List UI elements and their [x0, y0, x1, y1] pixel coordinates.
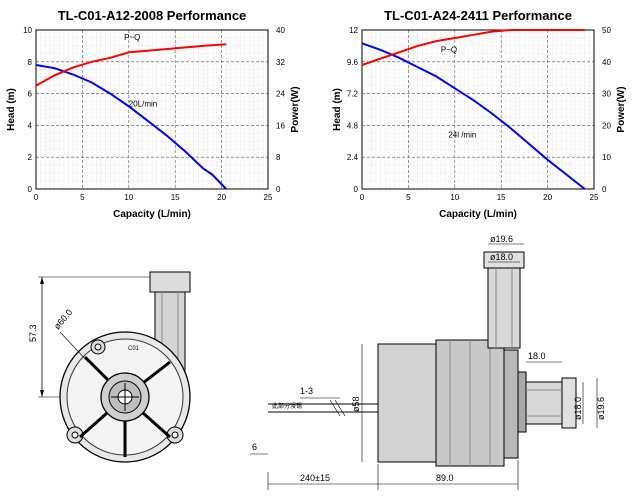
x-tick-label: 15 — [497, 193, 506, 202]
y2-tick-label: 30 — [602, 90, 611, 99]
x-tick-label: 10 — [450, 193, 459, 202]
cable-note: 此部分浸锡 — [272, 402, 302, 410]
inlet-length-label: 18.0 — [528, 351, 546, 361]
pump-technical-drawing: 57.3 ø60.0 C01 — [0, 232, 640, 500]
x-tick-label: 20 — [217, 193, 226, 202]
pump-drawing-svg: 57.3 ø60.0 C01 — [28, 234, 606, 490]
series-label: P~Q — [441, 45, 457, 54]
x-tick-label: 5 — [406, 193, 411, 202]
chart-title: TL-C01-A12-2008 Performance — [58, 8, 247, 23]
y2-tick-label: 0 — [276, 185, 281, 194]
power-curve — [361, 29, 585, 66]
outlet-pipe-side — [487, 267, 521, 349]
y-tick-label: 0 — [28, 185, 33, 194]
x-axis-label: Capacity (L/min) — [439, 209, 517, 220]
y-tick-label: 0 — [354, 185, 359, 194]
outlet-inner-label: ø18.0 — [490, 252, 513, 262]
x-axis-label: Capacity (L/min) — [113, 209, 191, 220]
y2-tick-label: 32 — [276, 58, 285, 67]
y-tick-label: 12 — [349, 26, 358, 35]
x-tick-label: 25 — [264, 193, 273, 202]
head-curve — [35, 64, 227, 190]
y-axis-label: Head (m) — [6, 88, 17, 131]
y2-axis-label: Power(W) — [290, 86, 301, 132]
power-curve — [35, 43, 227, 87]
inlet-pipe — [525, 381, 563, 425]
y-tick-label: 9.6 — [347, 58, 359, 67]
y2-tick-label: 40 — [602, 58, 611, 67]
x-tick-label: 20 — [543, 193, 552, 202]
x-tick-label: 15 — [171, 193, 180, 202]
y-tick-label: 4 — [28, 121, 33, 130]
x-tick-label: 5 — [80, 193, 85, 202]
head-curve — [361, 42, 586, 190]
body-diameter-label: ø58 — [351, 396, 361, 412]
series-label: 20L/min — [129, 99, 157, 108]
x-tick-label: 0 — [34, 193, 39, 202]
inlet-outer-label: ø19.6 — [596, 397, 606, 420]
front-diameter-label: ø60.0 — [52, 307, 74, 331]
y2-tick-label: 0 — [602, 185, 607, 194]
side-view — [250, 243, 598, 490]
inlet-inner-label: ø18.0 — [573, 397, 583, 420]
y2-tick-label: 20 — [602, 121, 611, 130]
y2-tick-label: 10 — [602, 153, 611, 162]
x-tick-label: 25 — [590, 193, 599, 202]
outlet-outer-label: ø19.6 — [490, 234, 513, 244]
y-tick-label: 10 — [23, 26, 32, 35]
x-tick-label: 10 — [124, 193, 133, 202]
plot-frame — [361, 29, 595, 190]
front-height-label: 57.3 — [28, 324, 38, 342]
cable-label: 1-3 — [300, 386, 313, 396]
series-label: 24l /min — [448, 130, 476, 139]
plot-frame — [35, 29, 269, 190]
y-tick-label: 8 — [28, 58, 33, 67]
y-axis-label: Head (m) — [332, 88, 343, 131]
y-tick-label: 2 — [28, 153, 33, 162]
y2-tick-label: 24 — [276, 90, 285, 99]
body-length-label: 89.0 — [436, 473, 454, 483]
y-tick-label: 2.4 — [347, 153, 359, 162]
y2-tick-label: 50 — [602, 26, 611, 35]
series-label: P~Q — [124, 33, 140, 42]
y2-tick-label: 16 — [276, 121, 285, 130]
cable-length-label: 240±15 — [300, 473, 330, 483]
y2-tick-label: 8 — [276, 153, 281, 162]
chart-title: TL-C01-A24-2411 Performance — [384, 8, 572, 23]
y-tick-label: 6 — [28, 90, 33, 99]
outlet-cap — [149, 271, 191, 293]
side-offset-label: 6 — [252, 442, 257, 452]
motor-body — [377, 343, 437, 463]
x-tick-label: 0 — [360, 193, 365, 202]
y-tick-label: 7.2 — [347, 90, 359, 99]
impeller-mark: C01 — [128, 346, 140, 352]
y-tick-label: 4.8 — [347, 121, 359, 130]
y2-tick-label: 40 — [276, 26, 285, 35]
front-view — [38, 271, 191, 463]
y2-axis-label: Power(W) — [616, 86, 627, 132]
